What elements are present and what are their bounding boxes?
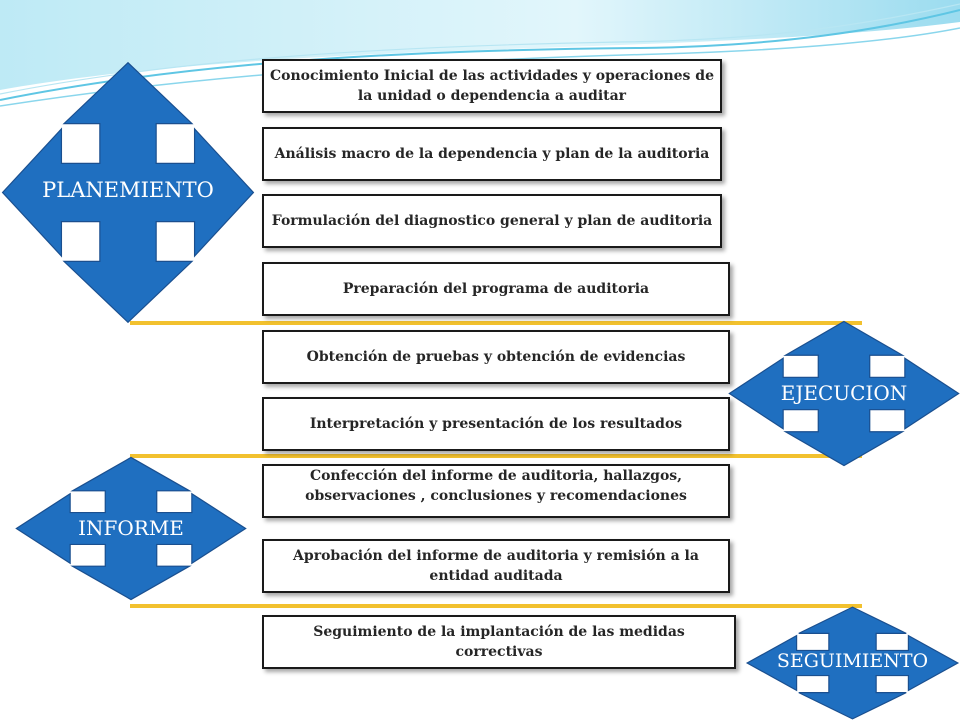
phase-separator	[130, 604, 862, 608]
step-box: Análisis macro de la dependencia y plan …	[262, 127, 722, 181]
phase-separator	[130, 454, 862, 458]
wave-line	[0, 9, 960, 101]
step-box: Preparación del programa de auditoria	[262, 262, 730, 316]
step-box: Formulación del diagnostico general y pl…	[262, 194, 722, 248]
four-way-arrow-icon	[745, 606, 960, 720]
step-box: Obtención de pruebas y obtención de evid…	[262, 330, 730, 384]
phase-label-informe: INFORME	[78, 516, 184, 540]
step-box: Seguimiento de la implantación de las me…	[262, 615, 736, 669]
wave-line	[0, 27, 960, 107]
four-way-arrow-icon	[727, 320, 960, 467]
step-box: Aprobación del informe de auditoria y re…	[262, 539, 730, 593]
four-way-arrow-icon	[0, 60, 256, 325]
step-box: Confección del informe de auditoria, hal…	[262, 464, 730, 518]
wave-line	[0, 3, 960, 95]
phase-label-seguimiento: SEGUIMIENTO	[776, 650, 929, 672]
phase-label-planemiento: PLANEMIENTO	[42, 178, 214, 202]
phase-separator	[130, 321, 862, 325]
phase-label-ejecucion: EJECUCION	[780, 381, 908, 405]
step-box: Conocimiento Inicial de las actividades …	[262, 59, 722, 113]
wave-shape	[0, 0, 960, 90]
four-way-arrow-icon	[14, 456, 248, 601]
step-box: Interpretación y presentación de los res…	[262, 397, 730, 451]
